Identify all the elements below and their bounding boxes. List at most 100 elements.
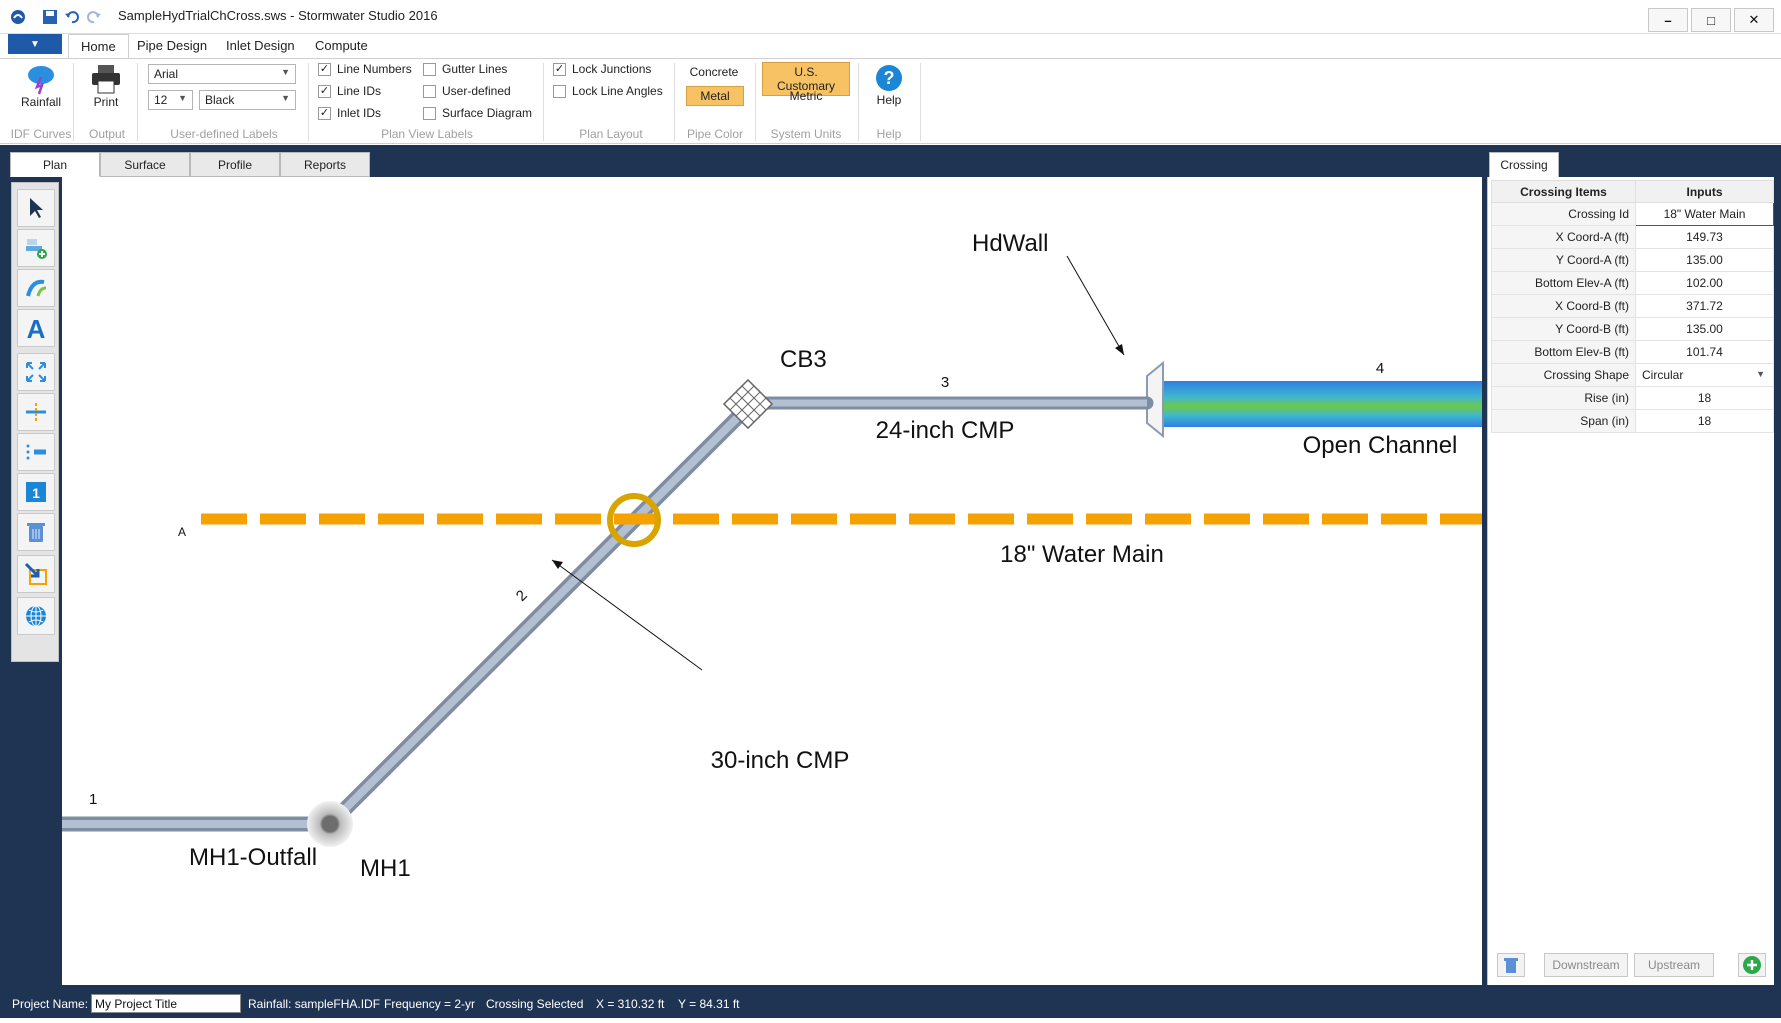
line-number-3: 3: [941, 374, 949, 391]
font-name-select[interactable]: Arial ▼: [148, 64, 296, 84]
pipe-line-2-highlight: [327, 400, 755, 827]
tab-reports[interactable]: Reports: [280, 152, 370, 177]
metal-option[interactable]: Metal: [686, 86, 744, 106]
downstream-button[interactable]: Downstream: [1544, 953, 1628, 977]
inlet-tool[interactable]: [17, 269, 55, 307]
print-button[interactable]: Print: [84, 63, 128, 109]
zoom-extents-icon: [26, 362, 46, 382]
row-label: Span (in): [1491, 409, 1636, 433]
numbering-tool[interactable]: 1: [17, 473, 55, 511]
save-icon[interactable]: [40, 7, 60, 27]
tab-compute[interactable]: Compute: [315, 38, 368, 53]
delete-tool[interactable]: [17, 513, 55, 551]
text-tool[interactable]: A: [17, 309, 55, 347]
cb3-inlet[interactable]: [722, 378, 774, 430]
x-coordinate-readout: X = 310.32 ft: [596, 997, 665, 1011]
redo-icon[interactable]: [84, 7, 104, 27]
rainfall-button[interactable]: Rainfall: [16, 61, 66, 109]
undo-icon[interactable]: [62, 7, 82, 27]
tab-profile[interactable]: Profile: [190, 152, 280, 177]
mh1-manhole-center: [322, 816, 338, 832]
y-coord-b-input[interactable]: 135.00: [1635, 317, 1774, 341]
lock-junctions-checkbox[interactable]: ✓Lock Junctions: [553, 62, 651, 76]
chevron-down-icon: ▼: [178, 93, 187, 103]
plan-canvas[interactable]: HdWall CB3 3 4 24-inch CMP Open Channel …: [62, 177, 1482, 985]
close-button[interactable]: ✕: [1734, 8, 1774, 32]
line-number-4: 4: [1376, 360, 1384, 377]
frequency-status: Frequency = 2-yr: [384, 997, 476, 1011]
bottom-elev-a-input[interactable]: 102.00: [1635, 271, 1774, 295]
hdwall-callout-arrowhead: [1115, 344, 1124, 355]
table-row: Rise (in)18: [1491, 386, 1774, 410]
import-tool[interactable]: [17, 555, 55, 593]
line-ids-checkbox[interactable]: ✓Line IDs: [318, 84, 381, 98]
rise-input[interactable]: 18: [1635, 386, 1774, 410]
maximize-button[interactable]: □: [1691, 8, 1731, 32]
tab-home[interactable]: Home: [68, 34, 129, 58]
table-row: Span (in)18: [1491, 409, 1774, 433]
metric-option[interactable]: Metric: [789, 89, 823, 103]
selection-status: Crossing Selected: [486, 997, 584, 1011]
split-line-tool[interactable]: [17, 393, 55, 431]
rainfall-status: Rainfall: sampleFHA.IDF: [248, 997, 381, 1011]
line-number-1: 1: [89, 791, 97, 808]
lock-line-angles-checkbox[interactable]: Lock Line Angles: [553, 84, 663, 98]
checkbox-box: [423, 62, 436, 76]
svg-text:1: 1: [32, 485, 40, 501]
hdwall-label: HdWall: [972, 230, 1048, 257]
open-channel-line[interactable]: [1162, 381, 1482, 427]
select-tool[interactable]: [17, 189, 55, 227]
plan-toolbar: A 1: [11, 182, 59, 662]
tab-crossing[interactable]: Crossing: [1489, 152, 1559, 177]
inlet-ids-checkbox[interactable]: ✓ Inlet IDs: [318, 106, 381, 120]
surface-diagram-checkbox[interactable]: Surface Diagram: [423, 106, 532, 120]
span-input[interactable]: 18: [1635, 409, 1774, 433]
row-label: Y Coord-B (ft): [1491, 317, 1636, 341]
y-coord-a-input[interactable]: 135.00: [1635, 248, 1774, 272]
row-label: Rise (in): [1491, 386, 1636, 410]
gutter-lines-checkbox[interactable]: Gutter Lines: [423, 62, 507, 76]
tab-pipe-design[interactable]: Pipe Design: [137, 38, 208, 53]
crossing-id-input[interactable]: 18" Water Main: [1635, 202, 1774, 226]
crossing-shape-select[interactable]: Circular▼: [1635, 363, 1774, 387]
group-label: System Units: [770, 127, 842, 141]
concrete-option[interactable]: Concrete: [689, 65, 739, 79]
checkbox-box: ✓: [318, 106, 331, 120]
us-customary-option[interactable]: U.S. Customary: [762, 62, 850, 96]
font-color-select[interactable]: Black ▼: [199, 90, 296, 110]
tab-surface[interactable]: Surface: [100, 152, 190, 177]
surface-diagram-label: Surface Diagram: [442, 106, 533, 120]
add-crossing-button[interactable]: [1738, 953, 1766, 977]
upstream-button[interactable]: Upstream: [1634, 953, 1714, 977]
line-numbers-checkbox[interactable]: ✓ Line Numbers: [318, 62, 412, 76]
user-defined-checkbox[interactable]: User-defined: [423, 84, 511, 98]
cmp30-callout-line: [551, 559, 703, 671]
delete-crossing-button[interactable]: [1497, 953, 1525, 977]
app-menu-button[interactable]: ▼: [8, 34, 62, 54]
group-label: Plan Layout: [579, 127, 643, 141]
help-button[interactable]: ? Help: [866, 63, 912, 107]
bottom-elev-b-input[interactable]: 101.74: [1635, 340, 1774, 364]
zoom-extents-tool[interactable]: [17, 353, 55, 391]
group-label: Output: [88, 127, 126, 141]
map-tool[interactable]: [17, 597, 55, 635]
line-numbers-label: Line Numbers: [337, 62, 412, 76]
inlet-ids-label: Inlet IDs: [337, 106, 382, 120]
x-coord-b-input[interactable]: 371.72: [1635, 294, 1774, 318]
tab-inlet-design[interactable]: Inlet Design: [226, 38, 295, 53]
project-name-input[interactable]: [91, 994, 241, 1013]
minimize-button[interactable]: –: [1648, 8, 1688, 32]
font-size-select[interactable]: 12 ▼: [148, 90, 193, 110]
crossing-marker[interactable]: [607, 493, 661, 547]
group-label: IDF Curves: [10, 127, 72, 141]
checkbox-box: [423, 106, 436, 120]
checkbox-box: ✓: [318, 62, 331, 76]
help-icon: ?: [876, 65, 902, 91]
app-icon[interactable]: [8, 7, 28, 27]
add-line-tool[interactable]: [17, 229, 55, 267]
mh1-label: MH1: [360, 855, 411, 882]
x-coord-a-input[interactable]: 149.73: [1635, 225, 1774, 249]
tab-plan[interactable]: Plan: [10, 152, 100, 177]
connect-tool[interactable]: [17, 433, 55, 471]
